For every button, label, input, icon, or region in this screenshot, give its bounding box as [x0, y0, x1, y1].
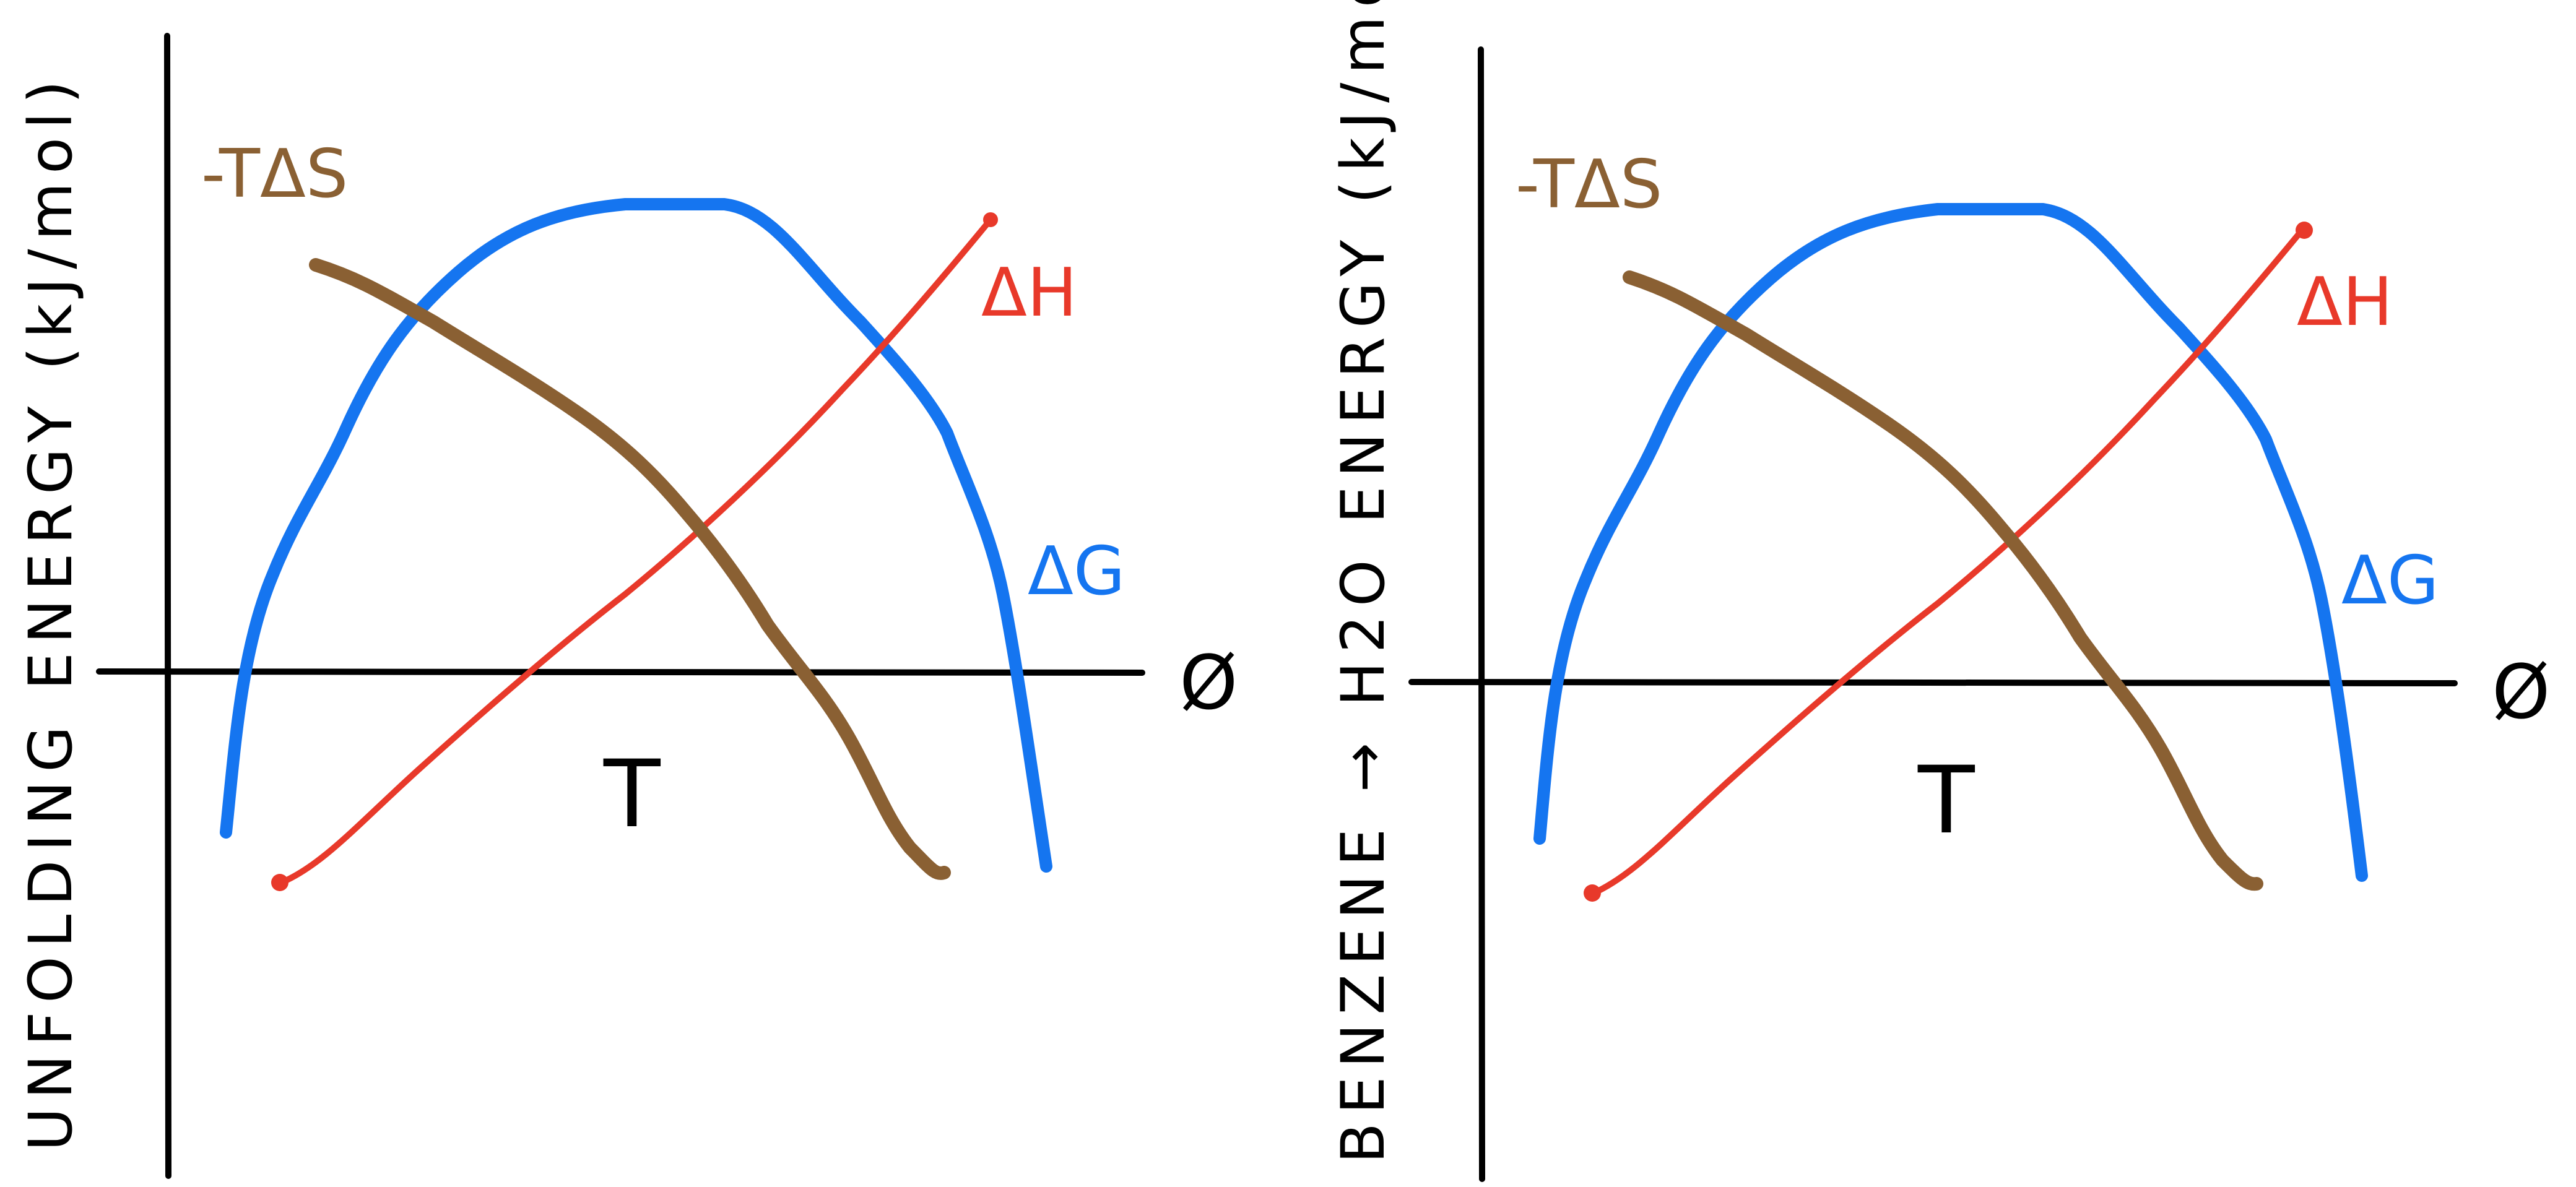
panel-2-dH-end-dot: [2296, 222, 2313, 239]
panel-2-dH-curve: [1588, 226, 2306, 897]
panel-2-y-axis-label: BENZENE → H2O ENERGY (kJ/mol): [1329, 0, 1398, 1163]
panel-2-y-axis: [1478, 46, 1485, 1182]
panel-1-y-axis: [164, 33, 171, 1179]
panel-2-x-axis: [1408, 679, 2458, 686]
panel-2-TdS-curve: [1623, 270, 2263, 891]
panel-2-x-axis-label: T: [1917, 747, 1975, 855]
panel-2-dH-start-dot: [1584, 884, 1601, 902]
panel-2-dH-label: ΔH: [2297, 264, 2393, 341]
panel-1-y-axis-label: UNFOLDING ENERGY (kJ/mol): [16, 72, 85, 1151]
panel-1: UNFOLDING ENERGY (kJ/mol) -TΔS ΔH ΔG T Ø: [16, 33, 1238, 1179]
panel-2-TdS-label: -TΔS: [1516, 146, 1662, 223]
panel-1-dH-end-dot: [983, 212, 998, 227]
panel-1-x-axis-label: T: [603, 741, 661, 848]
panel-2-dG-curve: [1533, 203, 2368, 882]
panel-1-zero-label: Ø: [1179, 641, 1238, 727]
panel-2-dG-label: ΔG: [2341, 542, 2439, 619]
panel-2-zero-label: Ø: [2492, 650, 2550, 736]
panel-1-dH-label: ΔH: [981, 254, 1077, 332]
panel-1-dH-start-dot: [271, 874, 288, 891]
panel-1-TdS-curve: [309, 258, 951, 880]
panel-1-TdS-label: -TΔS: [201, 136, 348, 213]
panel-1-dG-label: ΔG: [1028, 533, 1125, 610]
panel-1-x-axis: [96, 668, 1145, 676]
panel-1-dG-curve: [220, 198, 1052, 873]
panel-1-dH-curve: [275, 217, 994, 887]
panel-2: BENZENE → H2O ENERGY (kJ/mol) -TΔS ΔH ΔG…: [1329, 0, 2550, 1182]
